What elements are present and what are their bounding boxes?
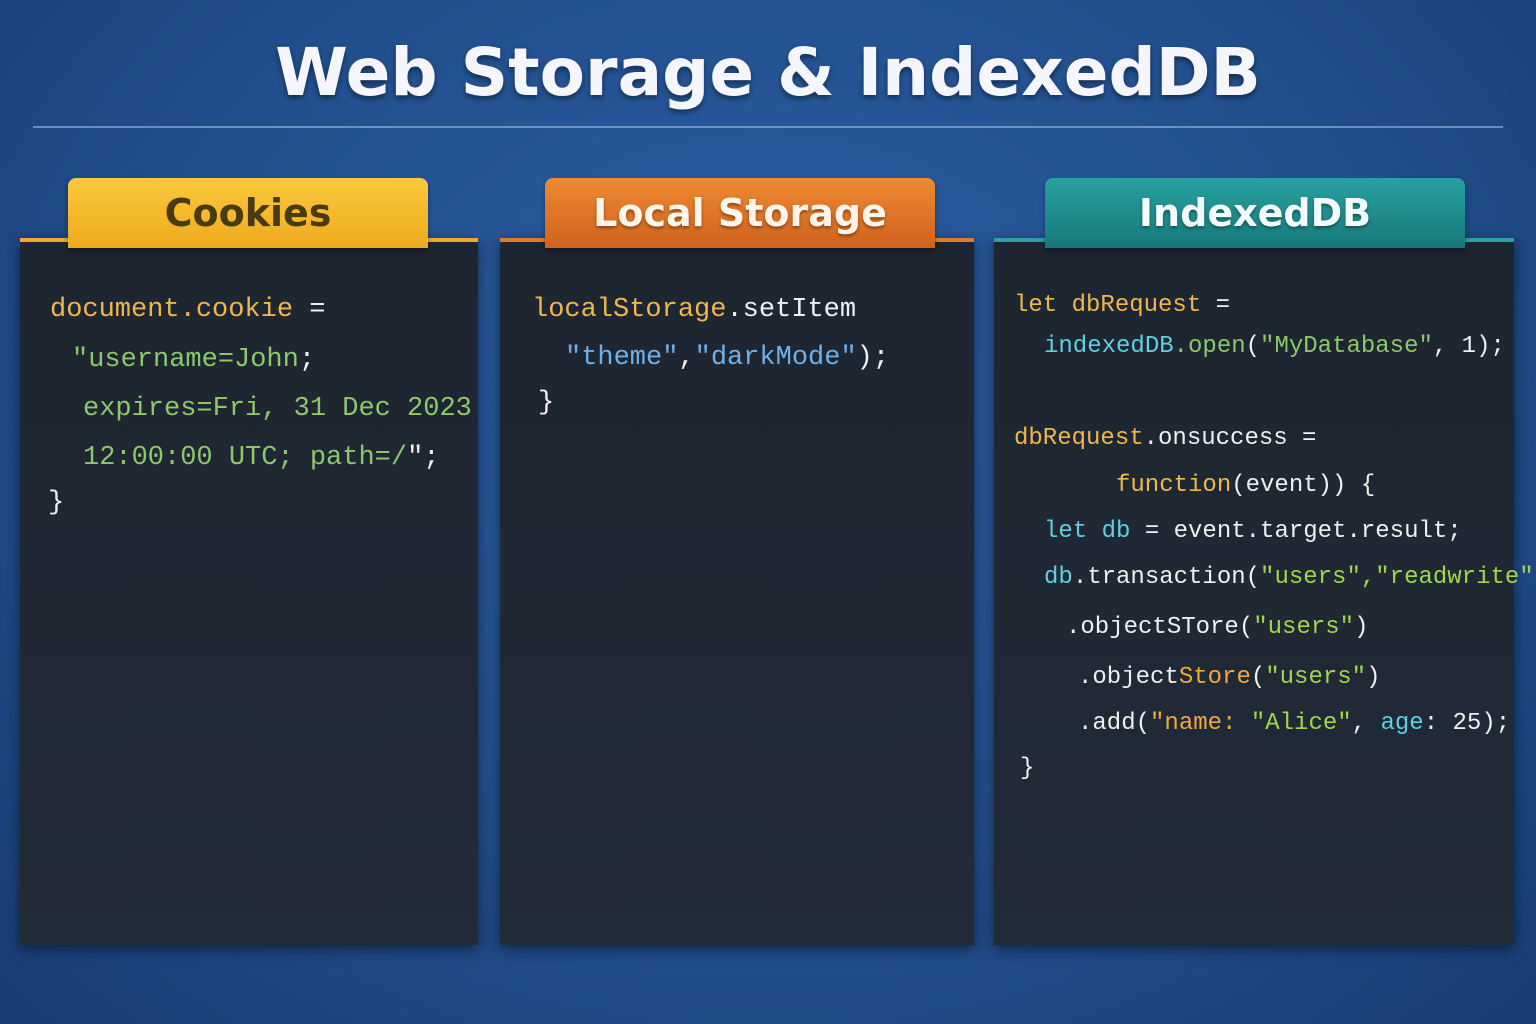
code-token: ( — [1245, 332, 1261, 360]
code-token: ) — [1534, 564, 1536, 591]
cookies-tab: Cookies — [68, 178, 428, 248]
local-storage-panel: localStorage.setItem "theme","darkMode");… — [500, 238, 974, 945]
code-token: , — [1351, 709, 1381, 737]
code-line: indexedDB.open("MyDatabase", 1); — [1044, 333, 1505, 360]
code-token: = event.target.result; — [1130, 517, 1462, 545]
code-token: function — [1116, 471, 1232, 499]
title-divider — [33, 126, 1503, 128]
code-token: 12:00:00 UTC; path=/ — [83, 442, 408, 473]
code-line: 12:00:00 UTC; path=/"; — [83, 443, 439, 473]
code-token: dbRequest — [1014, 424, 1144, 452]
code-token: : 25); — [1423, 709, 1511, 737]
code-line: } — [48, 488, 64, 518]
code-token: = — [1201, 291, 1231, 319]
code-line: document.cookie = — [50, 295, 325, 325]
code-token: "users" — [1265, 663, 1367, 691]
page-title: Web Storage & IndexedDB — [275, 34, 1261, 111]
code-line: } — [538, 388, 554, 418]
code-line: localStorage.setItem — [532, 295, 856, 325]
code-token: ) — [1366, 663, 1381, 691]
code-token: , 1); — [1432, 332, 1505, 360]
code-token: = — [293, 294, 326, 325]
indexeddb-panel: let dbRequest =indexedDB.open("MyDatabas… — [994, 238, 1536, 945]
code-line: .objectStore("users") — [1078, 664, 1380, 691]
code-line: db.transaction("users","readwrite") — [1044, 564, 1536, 591]
code-token: ( — [1250, 663, 1266, 691]
indexeddb-tab: IndexedDB — [1045, 178, 1465, 248]
code-token: ; — [298, 344, 316, 375]
code-line: function(event)) { — [1116, 472, 1375, 499]
code-token: "Alice" — [1250, 709, 1352, 737]
cookies-panel: document.cookie = "username=John; expires=… — [20, 238, 478, 945]
code-token: "MyDatabase" — [1260, 332, 1433, 360]
code-token: } — [538, 387, 555, 418]
code-token: } — [48, 487, 65, 518]
local-storage-tab: Local Storage — [545, 178, 935, 248]
code-token: indexedDB — [1044, 332, 1174, 360]
code-line: "theme","darkMode"); — [565, 343, 889, 373]
code-token: Store — [1178, 663, 1251, 691]
code-token: .onsuccess = — [1143, 424, 1317, 452]
code-line: let db = event.target.result; — [1044, 518, 1462, 545]
code-token: "username=John — [72, 344, 299, 375]
code-token: document.cookie — [50, 294, 294, 325]
code-token: "name: — [1150, 709, 1251, 737]
code-token: .setItem — [726, 294, 857, 325]
code-line: .objectSTore("users") — [1066, 614, 1368, 641]
code-token: "theme" — [565, 342, 679, 373]
code-token: localStorage — [532, 294, 727, 325]
code-line: } — [1020, 755, 1034, 782]
code-token: } — [1020, 754, 1035, 782]
code-line: expires=Fri, 31 Dec 2023 — [83, 394, 472, 424]
code-token: let dbRequest — [1014, 291, 1202, 319]
code-token: let db — [1044, 517, 1131, 545]
code-token: .add( — [1078, 709, 1151, 737]
code-line: let dbRequest = — [1014, 292, 1230, 319]
code-token: "users" — [1253, 613, 1355, 641]
code-token: db — [1044, 563, 1073, 591]
code-token: age — [1380, 709, 1424, 737]
code-token: .objectSTore( — [1066, 613, 1254, 641]
code-token: "darkMode" — [694, 342, 857, 373]
code-token: ) — [1354, 613, 1369, 641]
code-token: , — [678, 342, 695, 373]
code-token: "; — [407, 442, 440, 473]
code-token: (event)) { — [1231, 471, 1376, 499]
code-line: .add("name: "Alice", age: 25); — [1078, 710, 1510, 737]
code-token: .transaction( — [1072, 563, 1261, 591]
code-line: "username=John; — [72, 345, 315, 375]
code-token: ); — [856, 342, 890, 373]
code-token: "users","readwrite" — [1260, 563, 1534, 591]
code-line: dbRequest.onsuccess = — [1014, 425, 1316, 452]
code-token: expires=Fri, 31 Dec 2023 — [83, 393, 472, 424]
code-token: .open — [1173, 332, 1246, 360]
code-token: .object — [1078, 663, 1179, 691]
